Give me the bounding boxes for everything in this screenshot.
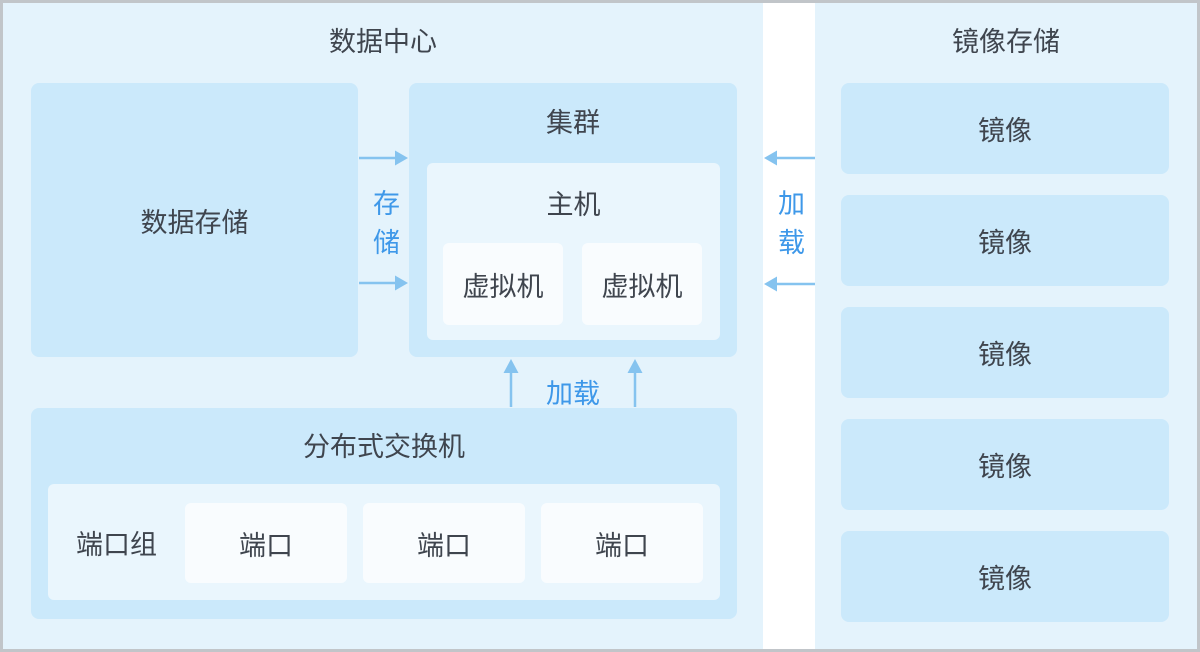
cluster-box: 集群 主机 虚拟机 虚拟机: [409, 83, 737, 357]
image-label: 镜像: [978, 116, 1032, 146]
image-label: 镜像: [978, 452, 1032, 482]
datacenter-title: 数据中心: [329, 27, 437, 57]
port-box: 端口: [185, 503, 347, 583]
image-box: 镜像: [841, 307, 1169, 398]
image-box: 镜像: [841, 419, 1169, 510]
storage-edge-label: 存储: [369, 189, 399, 267]
image-storage-title: 镜像存储: [952, 27, 1060, 57]
data-storage-label: 数据存储: [140, 207, 249, 238]
port-group-label: 端口组: [76, 529, 157, 560]
vm-box: 虚拟机: [582, 243, 702, 325]
host-title: 主机: [546, 190, 601, 220]
port-box: 端口: [363, 503, 525, 583]
vm-label: 虚拟机: [601, 271, 683, 302]
port-box: 端口: [541, 503, 703, 583]
load-edge-label-bottom: 加载: [546, 379, 600, 409]
load-arrow-bottom: [764, 276, 815, 292]
vm-box: 虚拟机: [443, 243, 563, 325]
image-label: 镜像: [978, 228, 1032, 258]
image-label: 镜像: [978, 340, 1032, 370]
diagram-canvas: 数据中心 数据存储 集群 主机 虚拟机 虚拟机: [3, 3, 1197, 649]
image-box: 镜像: [841, 83, 1169, 174]
port-label: 端口: [417, 530, 471, 561]
image-label: 镜像: [978, 564, 1032, 594]
distributed-switch-box: 分布式交换机 端口组 端口 端口 端口: [31, 408, 737, 619]
image-box: 镜像: [841, 195, 1169, 286]
datacenter-panel: 数据中心 数据存储 集群 主机 虚拟机 虚拟机: [3, 3, 763, 649]
image-box: 镜像: [841, 531, 1169, 622]
data-storage-box: 数据存储: [31, 83, 358, 357]
distributed-switch-title: 分布式交换机: [303, 432, 465, 462]
load-edge-label-right: 加载: [774, 189, 804, 267]
image-storage-panel: 镜像存储 镜像 镜像 镜像 镜像 镜像: [815, 3, 1197, 649]
vm-label: 虚拟机: [462, 271, 544, 302]
cluster-title: 集群: [546, 108, 600, 138]
port-label: 端口: [239, 530, 293, 561]
port-group-label-wrap: 端口组: [48, 484, 185, 600]
host-box: 主机 虚拟机 虚拟机: [427, 163, 720, 340]
port-group-box: 端口组 端口 端口 端口: [48, 484, 720, 600]
port-label: 端口: [595, 530, 649, 561]
load-arrow-top: [764, 150, 815, 166]
